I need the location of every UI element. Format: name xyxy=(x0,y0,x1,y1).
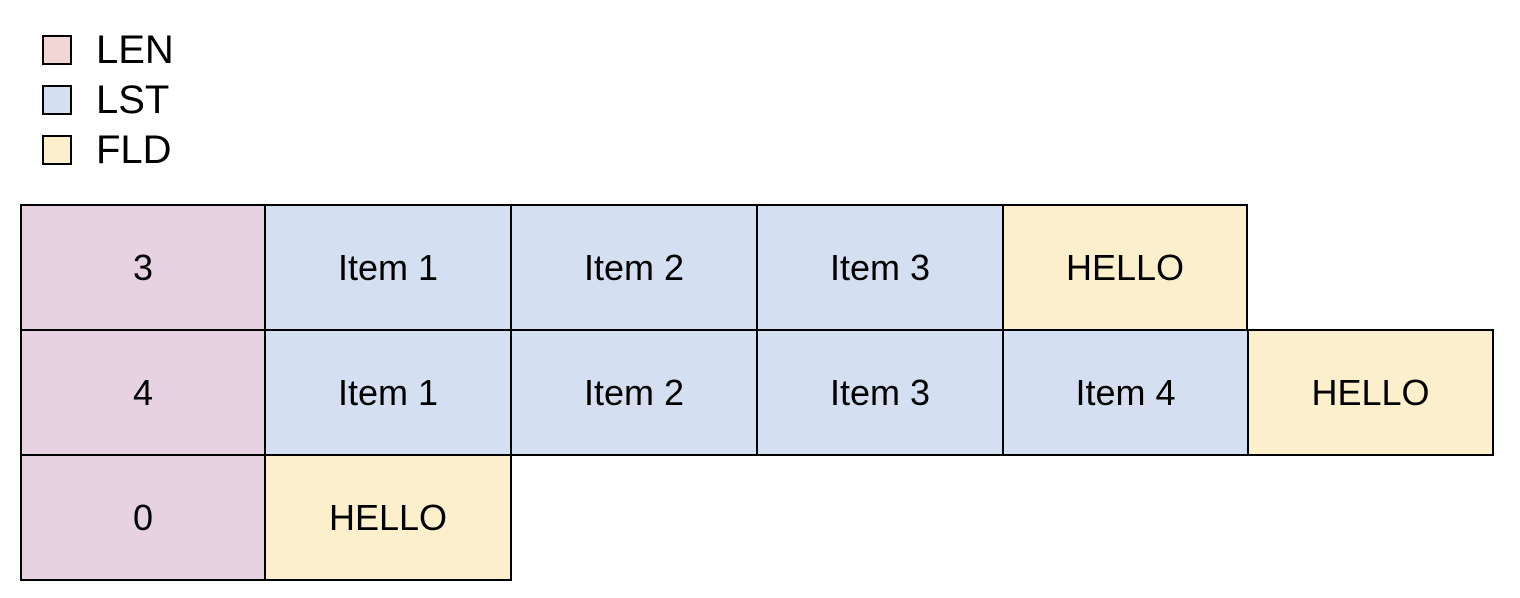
cell-list-item: Item 2 xyxy=(510,329,758,456)
legend-item-lst: LST xyxy=(42,75,174,125)
legend-label-lst: LST xyxy=(96,78,170,122)
cell-len: 0 xyxy=(20,454,266,581)
table-row: 3 Item 1 Item 2 Item 3 HELLO xyxy=(20,204,1492,331)
cell-list-item: Item 2 xyxy=(510,204,758,331)
cell-list-item: Item 1 xyxy=(264,204,512,331)
cell-list-item: Item 3 xyxy=(756,329,1004,456)
cell-len: 4 xyxy=(20,329,266,456)
table-row: 0 HELLO xyxy=(20,454,1492,581)
cell-list-item: Item 3 xyxy=(756,204,1004,331)
legend-item-fld: FLD xyxy=(42,125,174,175)
legend-swatch-fld xyxy=(42,135,72,165)
cell-field: HELLO xyxy=(264,454,512,581)
cell-list-item: Item 1 xyxy=(264,329,512,456)
legend-label-len: LEN xyxy=(96,28,174,72)
table-row: 4 Item 1 Item 2 Item 3 Item 4 HELLO xyxy=(20,329,1494,456)
cell-len: 3 xyxy=(20,204,266,331)
cell-field: HELLO xyxy=(1247,329,1494,456)
cell-field: HELLO xyxy=(1002,204,1248,331)
legend-label-fld: FLD xyxy=(96,128,172,172)
legend-item-len: LEN xyxy=(42,25,174,75)
cell-list-item: Item 4 xyxy=(1002,329,1249,456)
memory-cell-table: 3 Item 1 Item 2 Item 3 HELLO 4 Item 1 It… xyxy=(20,204,1494,581)
legend-swatch-lst xyxy=(42,85,72,115)
legend-swatch-len xyxy=(42,35,72,65)
legend: LEN LST FLD xyxy=(42,25,174,175)
